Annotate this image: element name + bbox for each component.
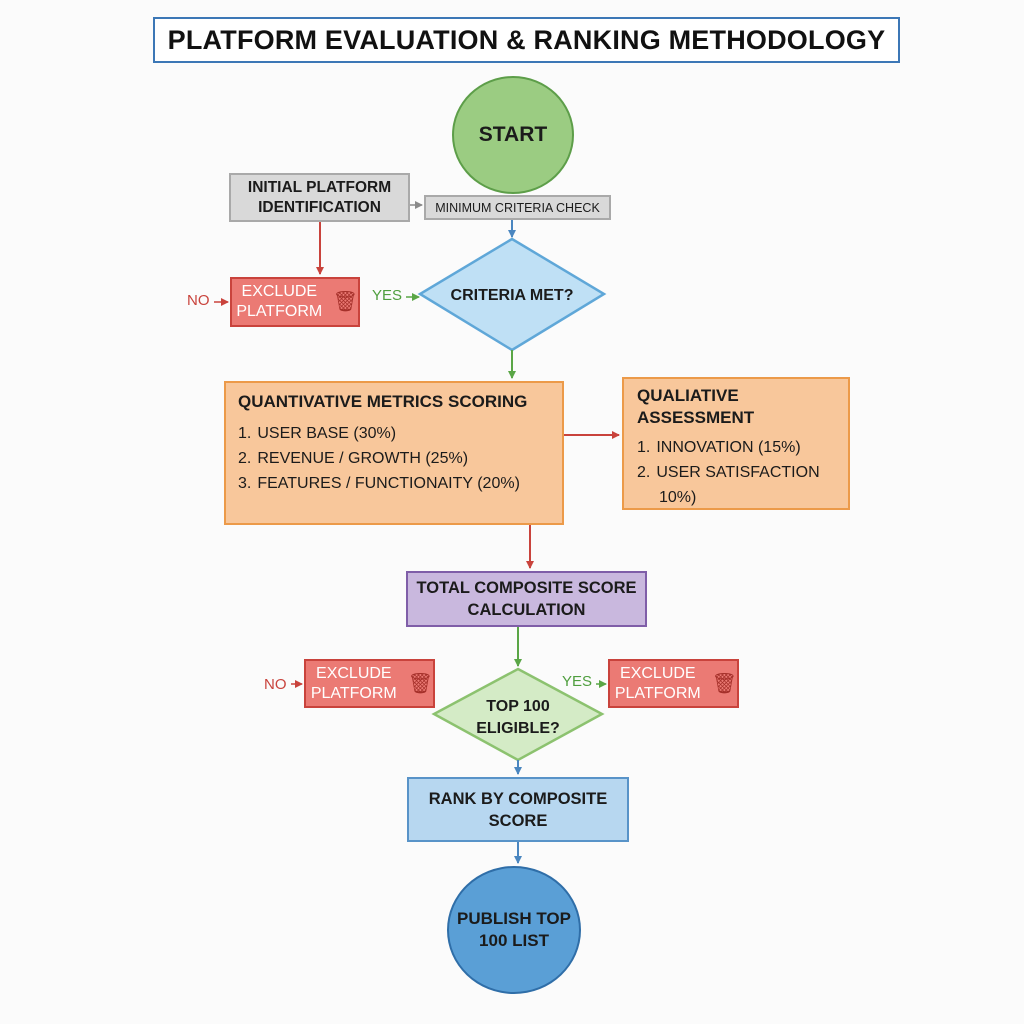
top100-eligible-label: TOP 100 ELIGIBLE? — [476, 698, 560, 737]
exclude-platform-label-1: EXCLUDE PLATFORM — [236, 283, 323, 320]
publish-top100-node: PUBLISH TOP 100 LIST — [447, 866, 581, 994]
qual-item-2: 2.USER SATISFACTION 10%) — [637, 464, 820, 506]
quantitative-scoring-box: QUANTIVATIVE METRICS SCORING 1.USER BASE… — [224, 381, 564, 525]
trash-icon: 🗑 — [332, 291, 358, 313]
initial-identification-box: INITIAL PLATFORM IDENTIFICATION — [229, 173, 410, 222]
exclude-platform-label-2: EXCLUDE PLATFORM — [310, 664, 397, 702]
no-label-1: NO — [187, 292, 210, 309]
trash-icon: 🗑 — [711, 672, 737, 695]
exclude-platform-box-1: EXCLUDE PLATFORM 🗑 — [230, 277, 360, 327]
exclude-platform-box-2: EXCLUDE PLATFORM 🗑 — [304, 659, 435, 708]
qualitative-assessment-box: QUALIATIVE ASSESSMENT 1.INNOVATION (15%)… — [622, 377, 850, 510]
yes-label-1: YES — [372, 287, 403, 304]
criteria-met-label: CRITERIA MET? — [450, 287, 574, 304]
diagram-title: PLATFORM EVALUATION & RANKING METHODOLOG… — [153, 17, 900, 63]
start-node: START — [452, 76, 574, 194]
rank-by-composite-score-box: RANK BY COMPOSITE SCORE — [407, 777, 629, 842]
qual-item-1: 1.INNOVATION (15%) — [637, 439, 801, 456]
quant-item-3: 3.FEATURES / FUNCTIONAITY (20%) — [238, 475, 520, 492]
total-composite-score-box: TOTAL COMPOSITE SCORE CALCULATION — [406, 571, 647, 627]
exclude-platform-box-3: EXCLUDE PLATFORM 🗑 — [608, 659, 739, 708]
minimum-criteria-check-box: MINIMUM CRITERIA CHECK — [424, 195, 611, 220]
quant-item-2: 2.REVENUE / GROWTH (25%) — [238, 450, 469, 467]
quantitative-heading: QUANTIVATIVE METRICS SCORING — [238, 392, 528, 411]
qualitative-heading: QUALIATIVE ASSESSMENT — [637, 386, 755, 427]
quant-item-1: 1.USER BASE (30%) — [238, 425, 397, 442]
yes-label-2: YES — [562, 673, 593, 690]
trash-icon: 🗑 — [407, 672, 433, 695]
no-label-2: NO — [264, 676, 287, 693]
exclude-platform-label-3: EXCLUDE PLATFORM — [614, 664, 701, 702]
